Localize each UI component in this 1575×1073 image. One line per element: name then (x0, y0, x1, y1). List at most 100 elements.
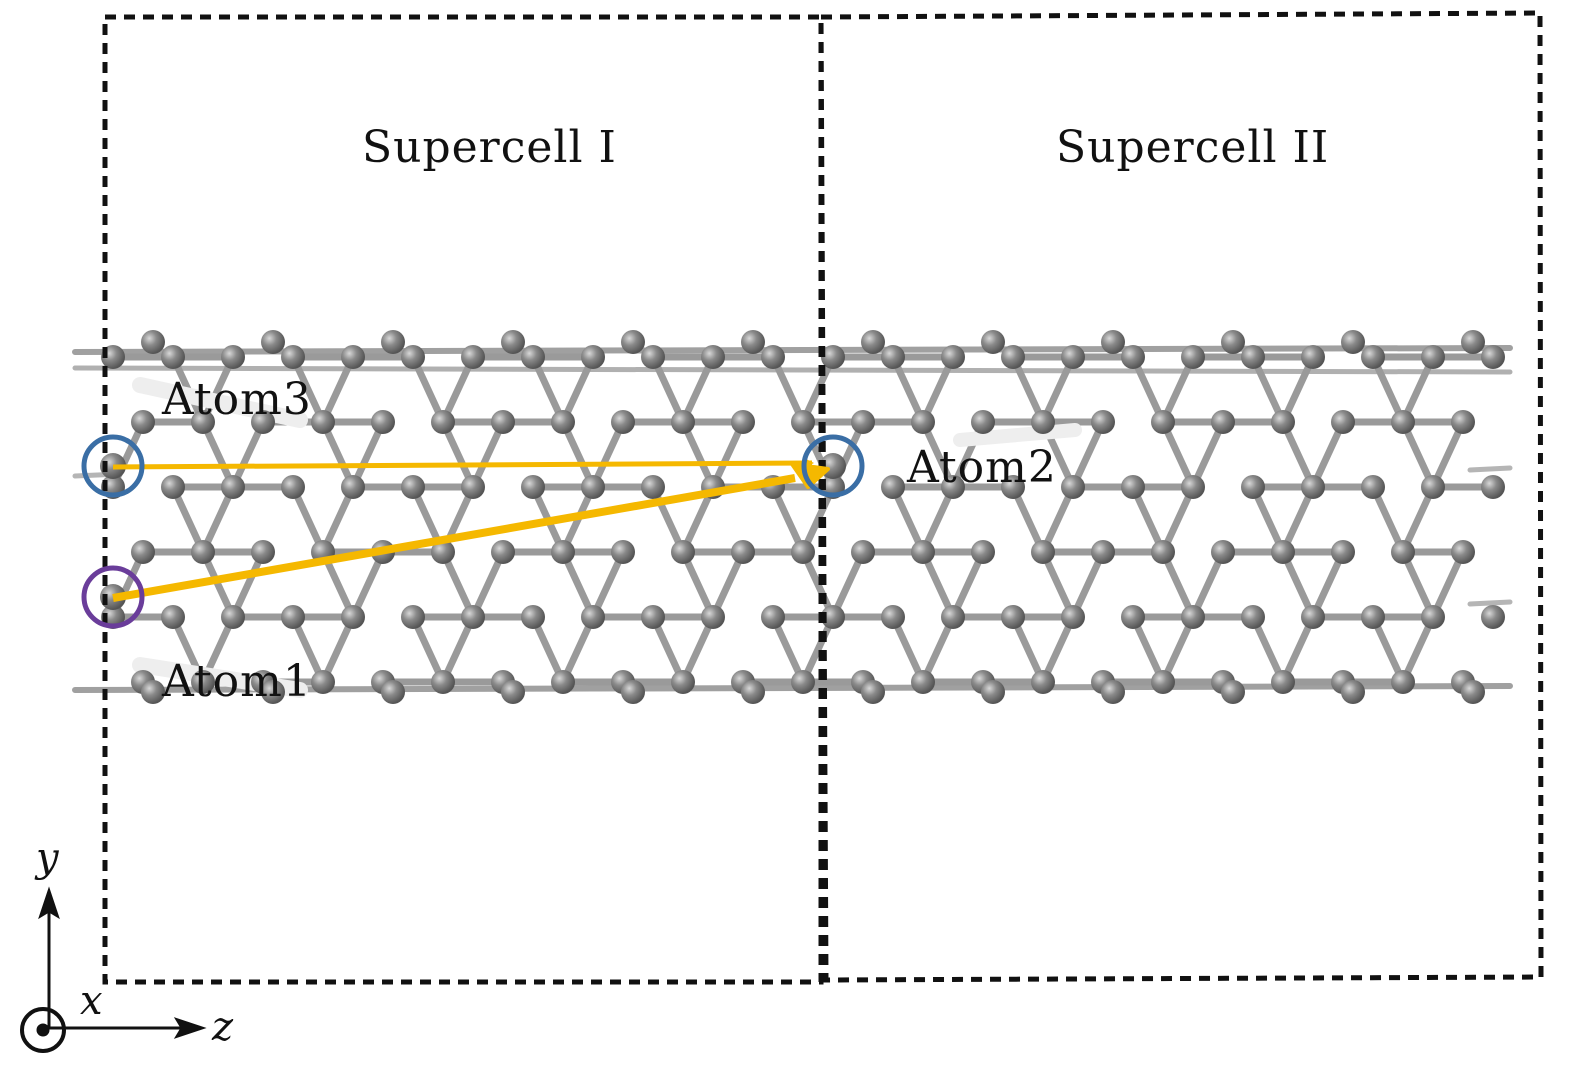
coordinate-axes (20, 886, 207, 1053)
tube-top-edge-inner (72, 365, 1513, 375)
carbon-atom (671, 410, 695, 434)
carbon-atom (461, 475, 485, 499)
carbon-atom (611, 540, 635, 564)
tube-side-stub (1467, 465, 1513, 473)
carbon-atom (1331, 410, 1355, 434)
carbon-atom (431, 540, 455, 564)
carbon-atom (1121, 345, 1145, 369)
carbon-atom (191, 540, 215, 564)
carbon-atom (461, 345, 485, 369)
x-axis-label: x (80, 978, 103, 1024)
carbon-atom (611, 410, 635, 434)
carbon-atom (761, 345, 785, 369)
carbon-atom (1301, 605, 1325, 629)
atom1-highlight-circle (81, 565, 145, 629)
carbon-atom (221, 475, 245, 499)
carbon-atom (741, 680, 765, 704)
carbon-atom (911, 410, 935, 434)
carbon-atom (821, 605, 845, 629)
carbon-atom (1481, 605, 1505, 629)
carbon-atom (621, 330, 645, 354)
tube-side-stub (1467, 599, 1513, 607)
carbon-nanotube (72, 330, 1513, 704)
carbon-atom (141, 680, 165, 704)
carbon-atom (521, 475, 545, 499)
carbon-atom (791, 410, 815, 434)
carbon-atom (161, 475, 185, 499)
carbon-atom (1341, 330, 1365, 354)
carbon-atom (1331, 540, 1355, 564)
carbon-atom (1211, 540, 1235, 564)
carbon-atom (1001, 475, 1025, 499)
carbon-atom (1241, 475, 1265, 499)
carbon-atom (1301, 475, 1325, 499)
carbon-atom (521, 605, 545, 629)
carbon-atom (1001, 605, 1025, 629)
carbon-atom (381, 330, 405, 354)
carbon-atom (1271, 670, 1295, 694)
carbon-atom (551, 670, 575, 694)
carbon-atom (491, 410, 515, 434)
carbon-atom (671, 540, 695, 564)
carbon-atom (161, 345, 185, 369)
carbon-atom (941, 345, 965, 369)
atom3-highlight-circle (81, 434, 145, 498)
carbon-atom (1421, 345, 1445, 369)
carbon-atom (731, 410, 755, 434)
carbon-atom (1461, 330, 1485, 354)
carbon-atom (671, 670, 695, 694)
carbon-atom (731, 540, 755, 564)
carbon-atom (261, 680, 285, 704)
tube-top-edge (72, 345, 1513, 355)
carbon-atom (1341, 680, 1365, 704)
arrow-atom1-to-atom2-head (790, 462, 830, 489)
carbon-atom (1031, 540, 1055, 564)
carbon-atom (401, 345, 425, 369)
carbon-atom (401, 605, 425, 629)
carbon-atom (1181, 475, 1205, 499)
carbon-atom (1241, 605, 1265, 629)
carbon-atom (881, 475, 905, 499)
carbon-atom (461, 605, 485, 629)
carbon-atom (261, 330, 285, 354)
carbon-atom (1031, 670, 1055, 694)
carbon-atom (491, 540, 515, 564)
carbon-atom (501, 680, 525, 704)
atom3-label: Atom3 (162, 374, 312, 425)
carbon-atom (941, 475, 965, 499)
carbon-atom (131, 410, 155, 434)
carbon-atom (1271, 410, 1295, 434)
carbon-atom (311, 410, 335, 434)
supercell-2-label: Supercell II (1056, 122, 1330, 173)
carbon-atom (981, 680, 1005, 704)
carbon-atom (1241, 345, 1265, 369)
carbon-atom (281, 345, 305, 369)
carbon-atom (1061, 345, 1085, 369)
carbon-atom (1121, 605, 1145, 629)
carbon-atom (911, 670, 935, 694)
carbon-atom (1461, 680, 1485, 704)
carbon-atom (251, 410, 275, 434)
carbon-atom (431, 410, 455, 434)
carbon-atom (791, 670, 815, 694)
supercell-2-boundary (818, 10, 1544, 983)
carbon-atom (1391, 540, 1415, 564)
carbon-atom (131, 540, 155, 564)
carbon-atom (221, 605, 245, 629)
carbon-atom (911, 540, 935, 564)
carbon-atom (501, 330, 525, 354)
carbon-atom (1121, 475, 1145, 499)
carbon-atom (851, 540, 875, 564)
carbon-atom (281, 605, 305, 629)
carbon-atom (141, 330, 165, 354)
carbon-atom (1091, 410, 1115, 434)
carbon-atom (1271, 540, 1295, 564)
carbon-atom (1221, 680, 1245, 704)
carbon-atom (1421, 605, 1445, 629)
carbon-atom (191, 670, 215, 694)
carbon-atom (1221, 330, 1245, 354)
carbon-atom (1391, 670, 1415, 694)
carbon-atom (971, 540, 995, 564)
faded-bond (953, 423, 1082, 447)
carbon-atom (1151, 670, 1175, 694)
